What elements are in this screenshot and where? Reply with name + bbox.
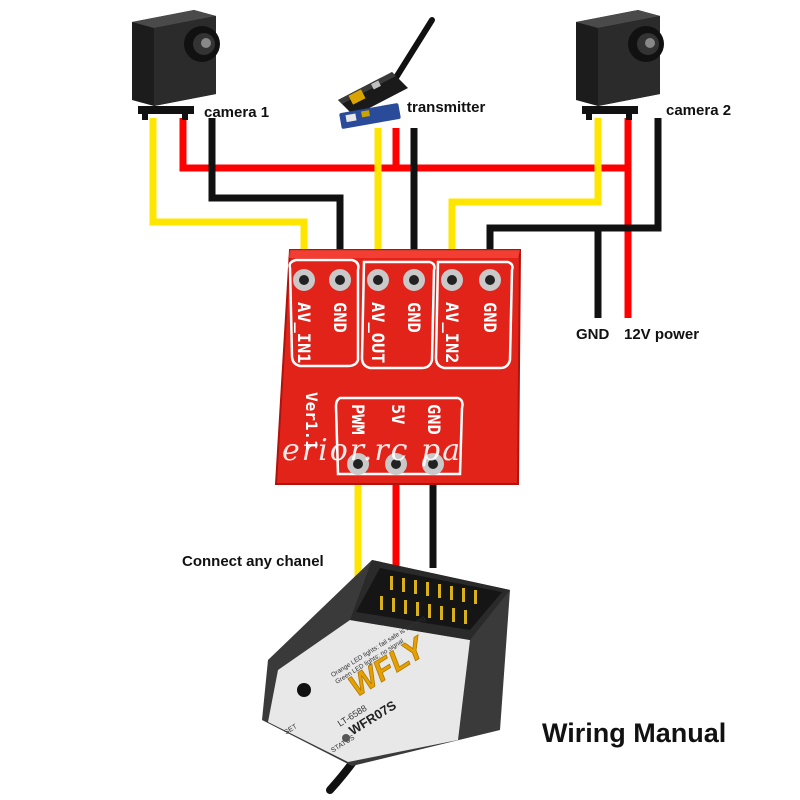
camera1-power-wire: [179, 118, 628, 172]
label-connect-any-channel: Connect any chanel: [182, 553, 324, 570]
transmitter-module: [338, 17, 435, 129]
camera1-ground-wire: [208, 118, 344, 268]
pin-label-5v: 5V: [387, 404, 407, 424]
camera-2: [576, 10, 664, 120]
bottom-pin-holes: [347, 453, 444, 475]
receiver-status-led: [342, 734, 350, 742]
pin-label-gnd-1: GND: [329, 302, 349, 333]
osd-switch-board: AV_IN1 GND AV_OUT GND AV_IN2 GND Ver1.1 …: [274, 249, 522, 485]
top-pin-holes: [293, 269, 501, 291]
camera-1: [132, 10, 220, 120]
pin-label-av-in1: AV_IN1: [293, 302, 313, 363]
label-camera-2: camera 2: [666, 102, 732, 119]
camera2-ground-wire: [486, 118, 662, 268]
camera2-signal-wire: [448, 118, 602, 268]
wires: [149, 118, 662, 588]
pin-label-gnd-2: GND: [403, 302, 423, 333]
pin-label-gnd-power: GND: [423, 404, 443, 435]
pin-label-gnd-3: GND: [479, 302, 499, 333]
board-version-label: Ver1.1: [302, 392, 321, 450]
pin-label-av-in2: AV_IN2: [441, 302, 461, 363]
wfly-receiver: WFLY LT-6588 WFR07S Orange LED lights: f…: [262, 560, 510, 794]
receiver-label-panel: [268, 620, 470, 762]
title-wiring-manual: Wiring Manual: [542, 718, 727, 748]
label-camera-1: camera 1: [204, 104, 270, 121]
receiver-header-pins: [380, 576, 477, 624]
pin-label-pwm: PWM: [347, 404, 367, 435]
label-gnd: GND: [576, 326, 610, 343]
watermark: erior.rc pa: [282, 433, 462, 468]
receiver-set-button[interactable]: [297, 683, 311, 697]
camera1-signal-wire: [149, 118, 308, 268]
label-12v-power: 12V power: [624, 326, 700, 343]
label-transmitter: transmitter: [407, 99, 486, 116]
pin-label-av-out: AV_OUT: [367, 302, 387, 363]
